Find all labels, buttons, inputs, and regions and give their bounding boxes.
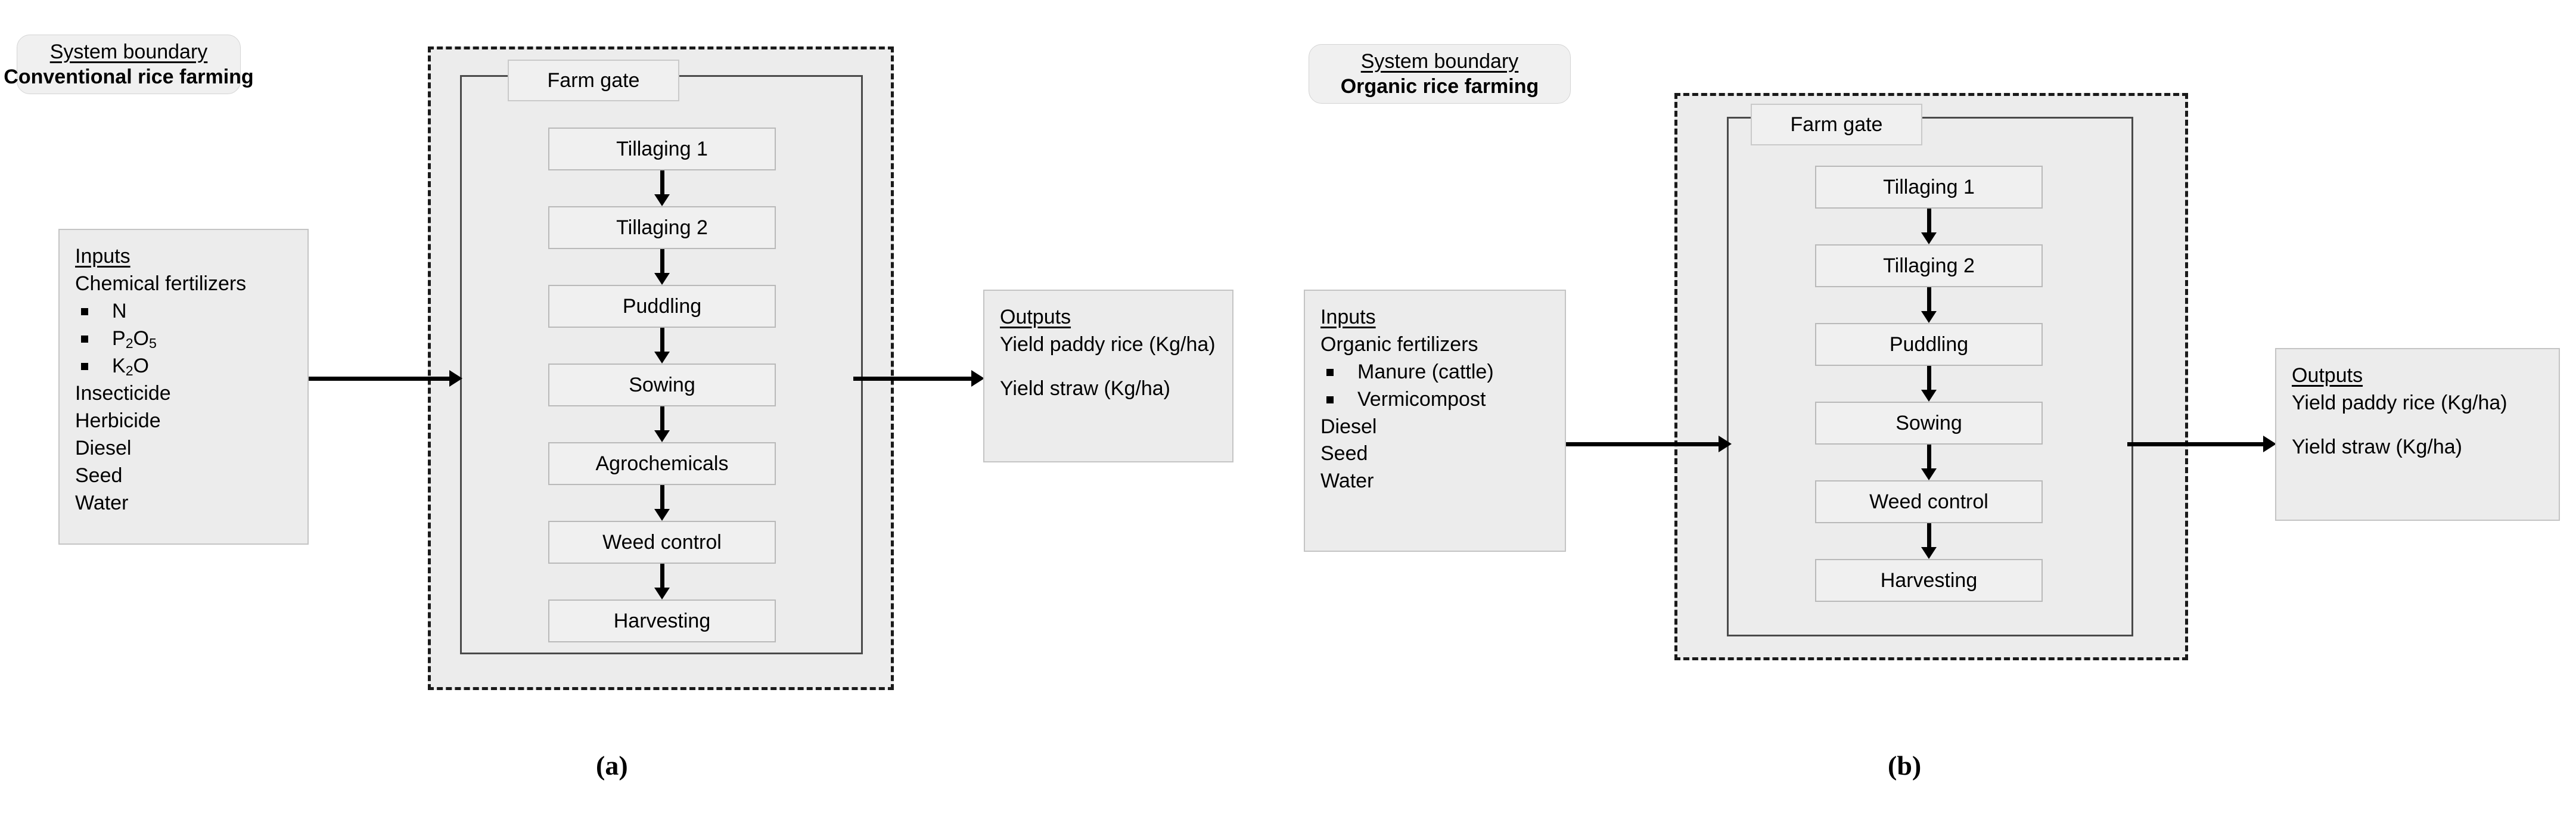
inputs-title-b: Inputs (1320, 306, 1376, 328)
outputs-line-a-1: Yield straw (Kg/ha) (1000, 377, 1170, 400)
process-step-weed-control-a[interactable]: Weed control (548, 521, 776, 564)
process-step-puddling-a[interactable]: Puddling (548, 285, 776, 328)
outputs-line-b-0: Yield paddy rice (Kg/ha) (2292, 391, 2507, 414)
inputs-fertilizer-list-a: N P2O5 K2O (75, 298, 292, 380)
inputs-line-a-0: Insecticide (75, 382, 171, 405)
system-boundary-label-b: System boundary Organic rice farming (1309, 44, 1571, 104)
outputs-title-a: Outputs (1000, 306, 1071, 328)
inputs-bullet-label-a-1: P2O5 (112, 327, 157, 351)
bullet-square-icon (1326, 368, 1334, 376)
flow-arrow-a-5 (632, 485, 692, 521)
inputs-bullet-label-a-2: K2O (112, 354, 149, 379)
bullet-square-icon (81, 335, 88, 343)
inputs-bullet-label-b-1: Vermicompost (1357, 387, 1486, 411)
process-step-harvesting-a[interactable]: Harvesting (548, 599, 776, 642)
outputs-line-a-0: Yield paddy rice (Kg/ha) (1000, 333, 1216, 356)
list-item: Vermicompost (1320, 386, 1549, 414)
flow-arrow-b-4 (1899, 445, 1959, 480)
output-flow-arrow-a (853, 369, 984, 387)
flow-arrow-b-5 (1899, 523, 1959, 559)
panel-caption-a: (a) (596, 750, 628, 781)
inputs-line-b-2: Water (1320, 470, 1374, 493)
bullet-square-icon (81, 363, 88, 371)
list-item: Manure (cattle) (1320, 359, 1549, 386)
outputs-box-b: Outputs Yield paddy rice (Kg/ha) Yield s… (2275, 348, 2560, 521)
inputs-title-a: Inputs (75, 245, 130, 268)
outputs-line-b-1: Yield straw (Kg/ha) (2292, 435, 2462, 458)
process-step-sowing-a[interactable]: Sowing (548, 364, 776, 406)
bullet-square-icon (1326, 396, 1334, 403)
inputs-line-a-2: Diesel (75, 437, 132, 460)
process-step-tillaging-1-a[interactable]: Tillaging 1 (548, 128, 776, 170)
list-item: K2O (75, 353, 292, 380)
system-boundary-subtitle-b: Organic rice farming (1340, 75, 1539, 98)
flow-arrow-a-1 (632, 170, 692, 206)
flow-arrow-a-6 (632, 564, 692, 599)
system-boundary-title-a: System boundary (49, 40, 208, 63)
process-step-agrochemicals-a[interactable]: Agrochemicals (548, 442, 776, 485)
inputs-bullet-label-a-0: N (112, 299, 127, 322)
farm-gate-label-b: Farm gate (1751, 104, 1922, 145)
system-boundary-title-b: System boundary (1360, 49, 1519, 73)
inputs-heading-a: Chemical fertilizers (75, 272, 247, 295)
process-step-harvesting-b[interactable]: Harvesting (1815, 559, 2043, 602)
process-step-tillaging-2-a[interactable]: Tillaging 2 (548, 206, 776, 249)
outputs-box-a: Outputs Yield paddy rice (Kg/ha) Yield s… (983, 290, 1233, 462)
inputs-line-a-4: Water (75, 491, 129, 514)
inputs-line-a-3: Seed (75, 464, 123, 487)
inputs-box-b: Inputs Organic fertilizers Manure (cattl… (1304, 290, 1566, 552)
list-item: N (75, 298, 292, 325)
bullet-square-icon (81, 307, 88, 315)
inputs-line-a-1: Herbicide (75, 409, 161, 433)
panel-caption-b: (b) (1888, 750, 1922, 781)
flow-arrow-b-3 (1899, 366, 1959, 402)
inputs-line-b-0: Diesel (1320, 415, 1377, 438)
system-boundary-subtitle-a: Conventional rice farming (4, 66, 254, 88)
process-step-weed-control-b[interactable]: Weed control (1815, 480, 2043, 523)
flow-arrow-a-3 (632, 328, 692, 364)
flow-arrow-b-1 (1899, 209, 1959, 244)
inputs-fertilizer-list-b: Manure (cattle) Vermicompost (1320, 359, 1549, 414)
system-boundary-label-a: System boundary Conventional rice farmin… (4, 35, 254, 94)
farm-gate-label-a: Farm gate (508, 60, 679, 101)
input-flow-arrow-a (309, 369, 462, 387)
flow-arrow-a-2 (632, 249, 692, 285)
output-flow-arrow-b (2127, 435, 2276, 453)
inputs-heading-b: Organic fertilizers (1320, 333, 1478, 356)
inputs-bullet-label-b-0: Manure (cattle) (1357, 360, 1494, 383)
list-item: P2O5 (75, 325, 292, 353)
process-step-tillaging-1-b[interactable]: Tillaging 1 (1815, 166, 2043, 209)
flow-arrow-b-2 (1899, 287, 1959, 323)
input-flow-arrow-b (1566, 435, 1732, 453)
inputs-line-b-1: Seed (1320, 442, 1368, 465)
flow-arrow-a-4 (632, 406, 692, 442)
process-step-puddling-b[interactable]: Puddling (1815, 323, 2043, 366)
outputs-title-b: Outputs (2292, 364, 2363, 387)
inputs-box-a: Inputs Chemical fertilizers N P2O5 K2O I… (58, 229, 309, 545)
process-step-sowing-b[interactable]: Sowing (1815, 402, 2043, 445)
process-step-tillaging-2-b[interactable]: Tillaging 2 (1815, 244, 2043, 287)
